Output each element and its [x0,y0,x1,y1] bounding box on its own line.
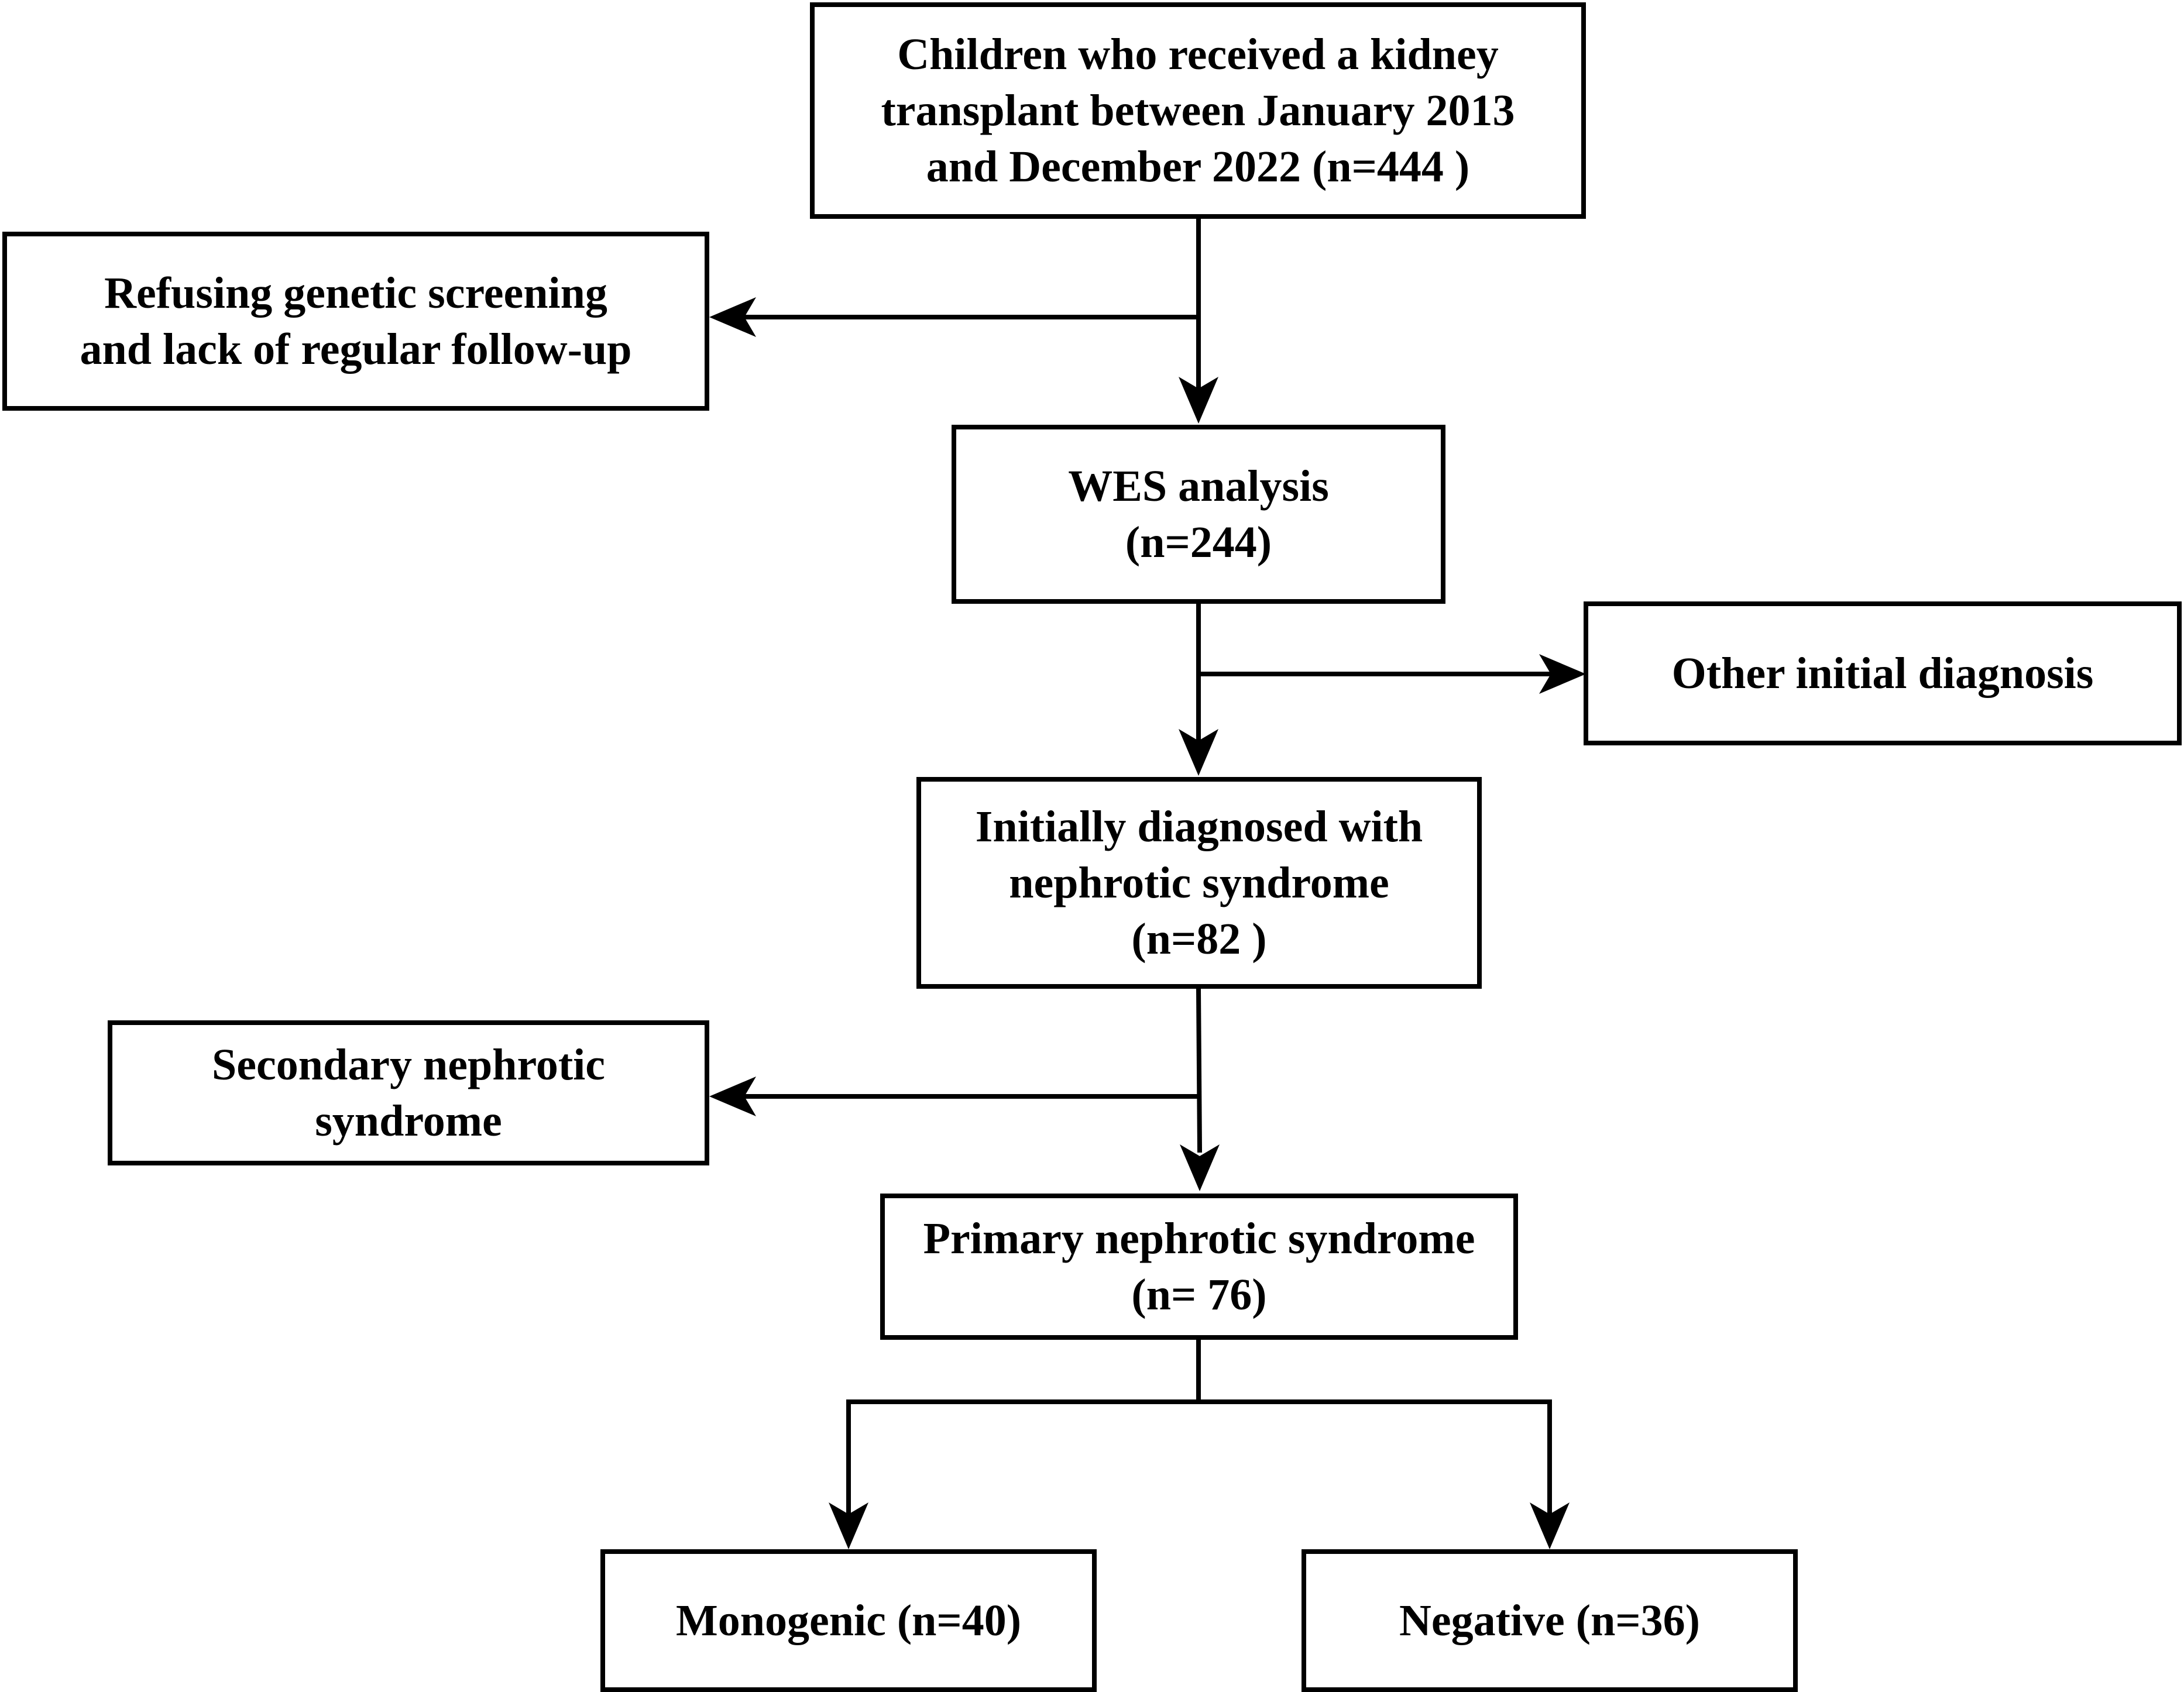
primary-syndrome-line: Primary nephrotic syndrome [923,1214,1475,1263]
excluded-screening-line: Refusing genetic screening [104,269,607,318]
total-cohort-line: transplant between January 2013 [881,86,1515,135]
connector-nephrotic-to-primary [1196,986,1203,1153]
monogenic-box: Monogenic (n=40) [600,1549,1097,1692]
other-diagnosis-line: Other initial diagnosis [1671,649,2094,698]
nephrotic-syndrome-line: (n=82 ) [1131,914,1267,964]
arrowhead-monogenic [829,1502,868,1549]
other-diagnosis-box: Other initial diagnosis [1584,601,2182,745]
wes-analysis-line: WES analysis [1068,462,1329,511]
wes-analysis-box: WES analysis (n=244) [952,425,1445,604]
secondary-syndrome-text: Secondary nephrotic syndrome [212,1037,605,1149]
excluded-screening-box: Refusing genetic screening and lack of r… [2,232,709,411]
arrowhead-secondary [709,1077,756,1116]
negative-box: Negative (n=36) [1302,1549,1798,1692]
total-cohort-box: Children who received a kidney transplan… [810,2,1586,219]
wes-analysis-text: WES analysis (n=244) [1068,458,1329,570]
other-diagnosis-text: Other initial diagnosis [1672,645,2094,701]
negative-line: Negative (n=36) [1399,1596,1700,1645]
primary-syndrome-text: Primary nephrotic syndrome (n= 76) [923,1210,1475,1323]
secondary-syndrome-line: Secondary nephrotic [211,1040,606,1089]
wes-analysis-line: (n=244) [1125,518,1272,567]
secondary-syndrome-line: syndrome [315,1096,502,1146]
arrowhead-nephrotic [1179,729,1218,776]
nephrotic-syndrome-box: Initially diagnosed with nephrotic syndr… [916,777,1482,989]
arrowhead-excluded [709,297,756,337]
total-cohort-line: and December 2022 (n=444 ) [926,142,1470,191]
primary-syndrome-line: (n= 76) [1131,1270,1267,1319]
primary-syndrome-box: Primary nephrotic syndrome (n= 76) [880,1194,1518,1340]
excluded-screening-line: and lack of regular follow-up [80,325,632,374]
nephrotic-syndrome-line: Initially diagnosed with [975,802,1423,851]
nephrotic-syndrome-line: nephrotic syndrome [1009,858,1389,907]
monogenic-text: Monogenic (n=40) [676,1593,1021,1649]
negative-text: Negative (n=36) [1399,1593,1700,1649]
total-cohort-line: Children who received a kidney [897,30,1499,79]
monogenic-line: Monogenic (n=40) [675,1596,1022,1645]
total-cohort-text: Children who received a kidney transplan… [881,26,1515,195]
arrowhead-primary [1180,1144,1220,1191]
arrowhead-wes [1179,377,1218,424]
arrowhead-other [1539,654,1586,694]
excluded-screening-text: Refusing genetic screening and lack of r… [80,265,631,377]
secondary-syndrome-box: Secondary nephrotic syndrome [108,1020,709,1165]
nephrotic-syndrome-text: Initially diagnosed with nephrotic syndr… [976,799,1423,967]
arrowhead-negative [1530,1502,1570,1549]
